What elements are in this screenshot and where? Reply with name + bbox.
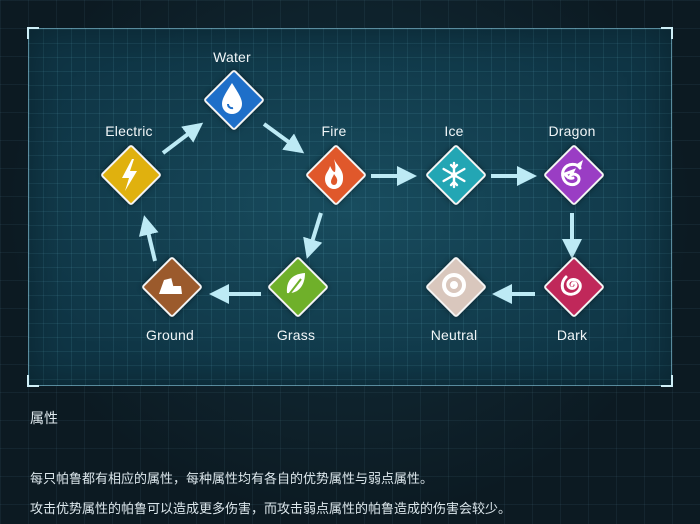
element-label-electric: Electric [105, 123, 153, 139]
element-label-fire: Fire [321, 123, 347, 139]
swirl-icon [560, 275, 582, 296]
element-label-dragon: Dragon [548, 123, 596, 139]
description-line-2: 攻击优势属性的帕鲁可以造成更多伤害，而攻击弱点属性的帕鲁造成的伤害会较少。 [30, 501, 512, 516]
arrows-layer [138, 122, 582, 304]
flame-icon [325, 159, 344, 189]
element-label-dark: Dark [556, 327, 588, 343]
leaf-icon [286, 273, 305, 298]
element-label-ice: Ice [444, 123, 464, 139]
snowflake-icon [442, 161, 466, 189]
arrow-ground-to-electric [138, 215, 159, 262]
lightning-icon [122, 159, 137, 191]
element-label-neutral: Neutral [430, 327, 478, 343]
description-line-1: 每只帕鲁都有相应的属性，每种属性均有各自的优势属性与弱点属性。 [30, 471, 434, 486]
arrow-fire-to-grass [303, 212, 323, 259]
section-title: 属性 [30, 410, 58, 426]
dragon-icon [561, 160, 583, 187]
panel-corner [27, 375, 39, 387]
element-chart-panel: Water Electric Fire Ice [27, 27, 673, 387]
arrow-water-to-fire [262, 122, 305, 154]
ring-icon [442, 273, 466, 297]
arrow-electric-to-water [161, 122, 204, 155]
element-label-ground: Ground [146, 327, 194, 343]
element-label-grass: Grass [276, 327, 316, 343]
rock-icon [159, 277, 182, 294]
water-drop-icon [222, 83, 242, 114]
panel-corner [27, 27, 39, 39]
element-label-water: Water [213, 49, 251, 65]
panel-corner [661, 27, 673, 39]
panel-corner [661, 375, 673, 387]
